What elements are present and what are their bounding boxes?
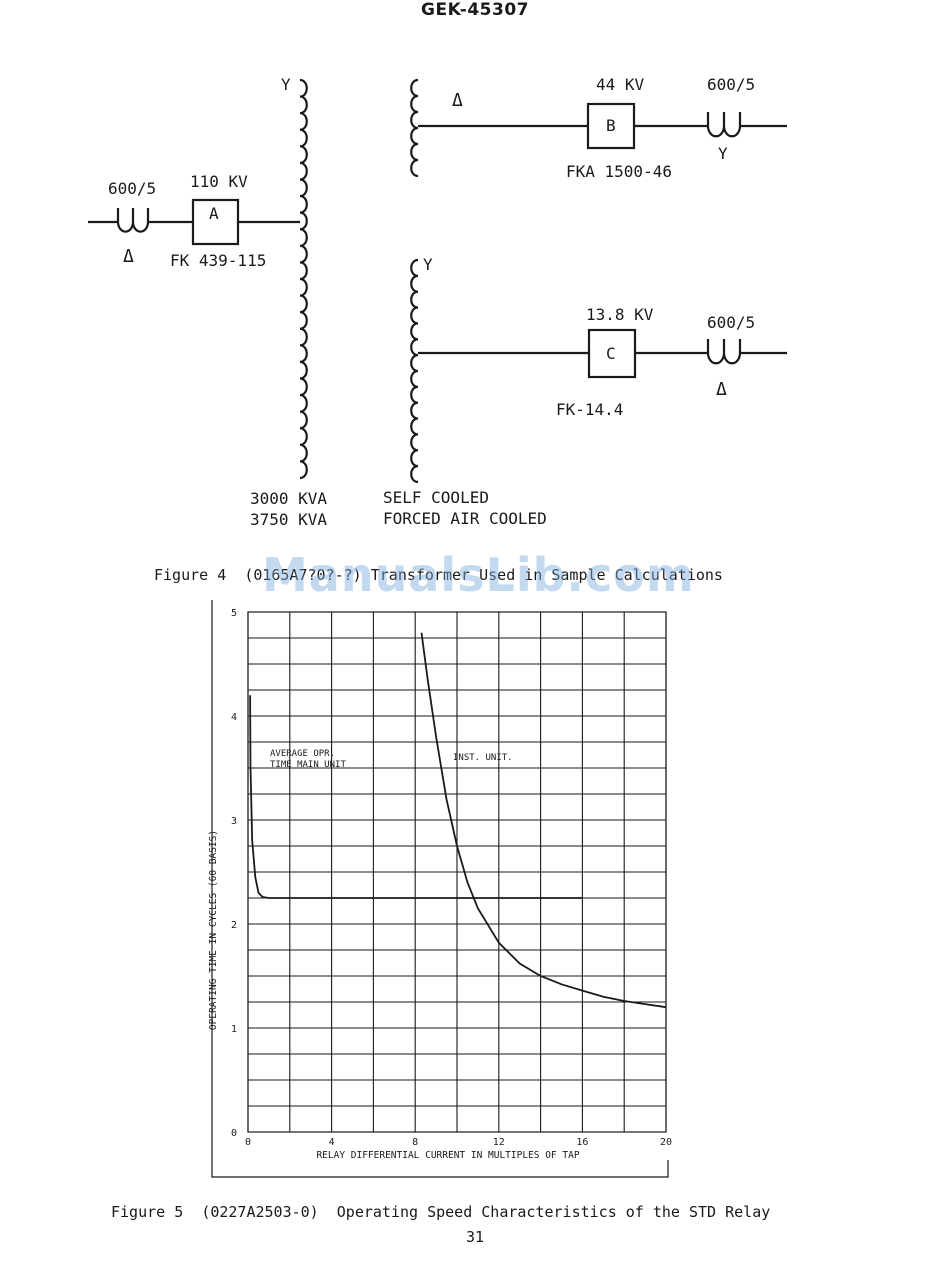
y-tick-label: 2	[231, 920, 237, 931]
figure-4-caption-prefix: Figure 4	[154, 566, 227, 584]
breaker-c-box	[587, 328, 637, 379]
figure-5-caption-prefix: Figure 5	[111, 1203, 184, 1221]
breaker-a-type: FK 439-115	[170, 251, 266, 270]
breaker-b-voltage: 44 KV	[596, 75, 645, 94]
ct-a-connection: Δ	[123, 246, 134, 267]
y-tick-label: 4	[231, 712, 237, 723]
document-number: GEK-45307	[421, 0, 529, 20]
ct-c-icon	[706, 339, 742, 365]
x-axis-label: RELAY DIFFERENTIAL CURRENT IN MULTIPLES …	[316, 1150, 579, 1161]
rating-1: 3000 KVA	[250, 489, 327, 508]
x-tick-label: 8	[412, 1137, 418, 1148]
ct-b-icon	[706, 112, 742, 138]
watermark: ManualsLib.com	[262, 548, 695, 602]
breaker-c-voltage: 13.8 KV	[586, 305, 654, 324]
y-tick-label: 1	[231, 1024, 237, 1035]
winding-delta-label: Δ	[452, 90, 463, 111]
breaker-b-box	[586, 102, 636, 150]
series-label-inst: INST. UNIT.	[453, 753, 513, 763]
ct-a-ratio: 600/5	[108, 179, 156, 198]
primary-winding-coil	[299, 78, 308, 480]
figure-5-caption: Figure 5 (0227A2503-0) Operating Speed C…	[111, 1203, 770, 1221]
ct-c-connection: Δ	[716, 379, 727, 400]
y-tick-label: 0	[231, 1128, 237, 1139]
breaker-b-type: FKA 1500-46	[566, 162, 672, 181]
x-tick-label: 4	[329, 1137, 335, 1148]
breaker-a-voltage: 110 KV	[190, 172, 248, 191]
y-axis-label: OPERATING TIME IN CYCLES (60 BASIS)	[208, 830, 219, 1030]
series-line-main-unit	[249, 695, 583, 899]
winding-y-label-lower: Y	[423, 255, 433, 274]
x-tick-label: 0	[245, 1137, 251, 1148]
x-tick-label: 12	[493, 1137, 505, 1148]
cooling-2: FORCED AIR COOLED	[383, 509, 547, 528]
breaker-a-box	[191, 198, 240, 246]
x-tick-label: 20	[660, 1137, 672, 1148]
figure-4-caption-text: (0165A7?0?-?) Transformer Used in Sample…	[244, 566, 723, 584]
breaker-b-label: B	[606, 116, 616, 135]
cooling-1: SELF COOLED	[383, 488, 489, 507]
series-line-inst-unit	[420, 632, 667, 1009]
ct-c-ratio: 600/5	[707, 313, 755, 332]
series-label-main-2: TIME MAIN UNIT	[270, 760, 346, 770]
figure-5-caption-text: Operating Speed Characteristics of the S…	[336, 1203, 771, 1221]
ct-b-ratio: 600/5	[707, 75, 755, 94]
ct-a-icon	[116, 208, 150, 233]
breaker-c-label: C	[606, 344, 616, 363]
secondary-winding-coil-13kv	[410, 258, 419, 484]
y-tick-label: 3	[231, 816, 237, 827]
series-label-main-1: AVERAGE OPR.	[270, 749, 335, 759]
ct-b-connection: Y	[718, 144, 728, 163]
figure-5-caption-code: (0227A2503-0)	[201, 1203, 319, 1221]
y-tick-label: 5	[231, 608, 237, 619]
breaker-c-type: FK-14.4	[556, 400, 623, 419]
rating-2: 3750 KVA	[250, 510, 327, 529]
x-tick-label: 16	[576, 1137, 588, 1148]
breaker-a-label: A	[209, 204, 219, 223]
chart-outer-frame	[211, 600, 669, 1178]
page-number: 31	[465, 1228, 485, 1246]
winding-y-label-top: Y	[281, 75, 291, 94]
secondary-winding-coil-44kv	[410, 78, 419, 178]
figure-4-diagram: Y Δ Y 600/5 Δ 110 KV A FK 439-115 44 KV …	[88, 75, 787, 529]
figure-4-caption: Figure 4 (0165A7?0?-?) Transformer Used …	[154, 566, 723, 584]
